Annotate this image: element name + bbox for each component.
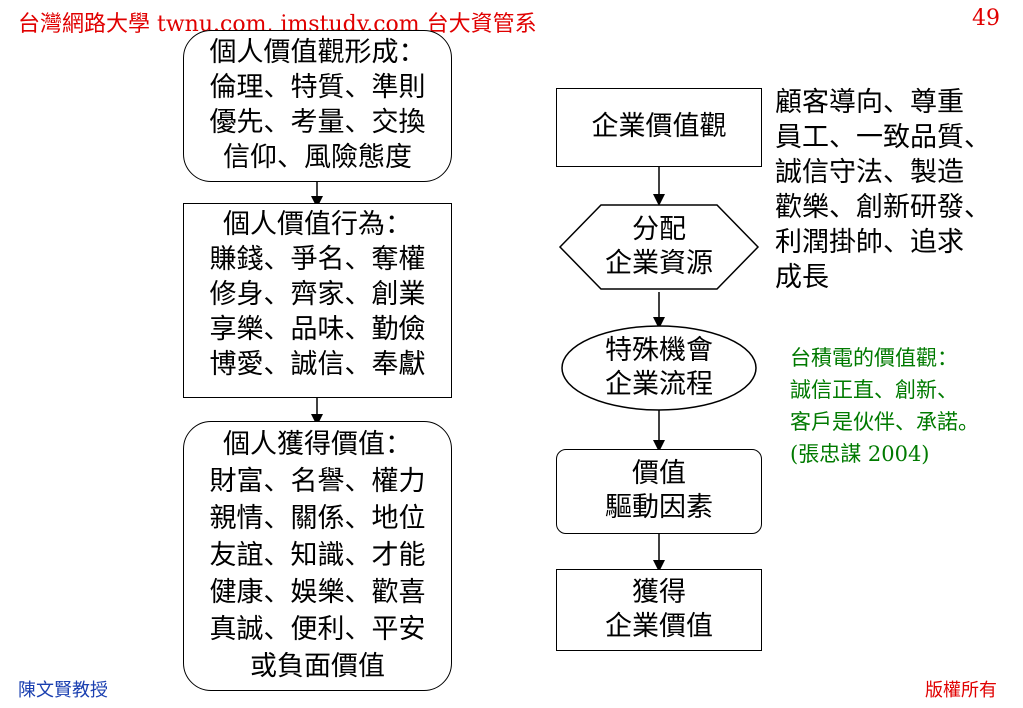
- special-opportunity-text: 特殊機會 企業流程: [605, 335, 713, 400]
- tsmc-values-note: 台積電的價值觀： 誠信正直、創新、 客戶是伙伴、承諾。 (張忠謀 2004): [790, 346, 979, 466]
- gained-corporate-value-box: 獲得 企業價值: [556, 569, 762, 651]
- allocate-resources-text: 分配 企業資源: [605, 214, 713, 279]
- footer-author: 陳文賢教授: [18, 680, 108, 701]
- value-drivers-box: 價值 驅動因素: [556, 449, 762, 534]
- personal-values-formation-box: 個人價值觀形成： 倫理、特質、準則 優先、考量、交換 信仰、風險態度: [183, 30, 452, 182]
- personal-gained-value-box: 個人獲得價值： 財富、名譽、權力 親情、關係、地位 友誼、知識、才能 健康、娛樂…: [183, 421, 452, 691]
- personal-value-behavior-box: 個人價值行為： 賺錢、爭名、奪權 修身、齊家、創業 享樂、品味、勤儉 博愛、誠信…: [183, 203, 452, 398]
- corporate-values-list: 顧客導向、尊重 員工、一致品質、 誠信守法、製造 歡樂、創新研發、 利潤掛帥、追…: [775, 87, 991, 293]
- hexagon-shape: [558, 204, 760, 290]
- page-number: 49: [972, 6, 1000, 31]
- corporate-values-box: 企業價值觀: [556, 88, 762, 167]
- footer-copyright: 版權所有: [925, 680, 997, 701]
- ellipse-shape: [561, 325, 757, 411]
